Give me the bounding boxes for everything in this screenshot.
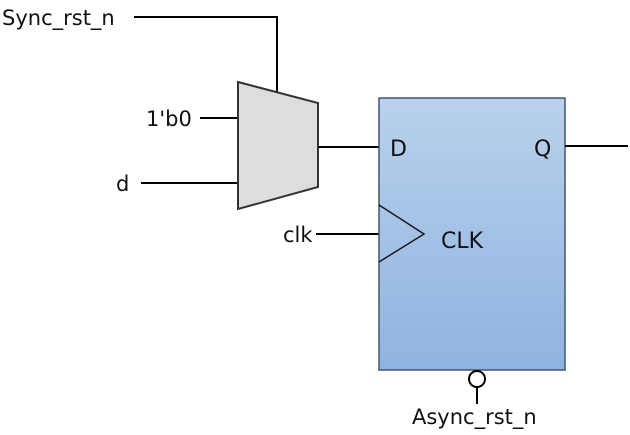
clock-edge-icon [378, 204, 426, 263]
q-port-label: Q [534, 137, 551, 162]
const-zero-label: 1'b0 [146, 107, 192, 131]
d-port-label: D [390, 137, 407, 162]
sync-rst-n-wire [134, 16, 278, 93]
async-rst-n-label: Async_rst_n [412, 405, 537, 430]
flip-flop-block [378, 97, 566, 371]
clk-port-label: CLK [441, 229, 484, 254]
d-input-label: d [116, 172, 129, 196]
active-low-bubble-icon [468, 370, 486, 388]
multiplexer [237, 80, 319, 211]
sync-rst-n-label: Sync_rst_n [2, 6, 115, 31]
clk-input-label: clk [283, 223, 313, 247]
